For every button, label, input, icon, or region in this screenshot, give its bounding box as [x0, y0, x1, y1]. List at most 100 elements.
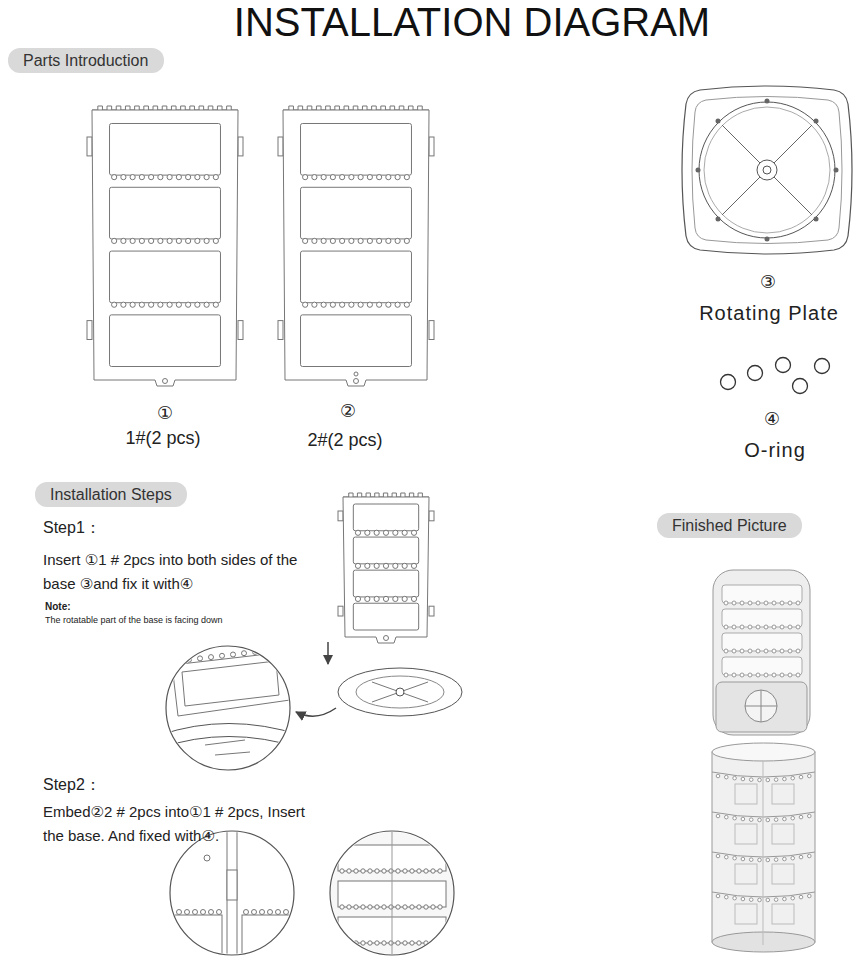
earring-hole [393, 596, 398, 601]
panel-tab [238, 137, 243, 156]
earring-hole [367, 175, 372, 180]
detail-circle [330, 830, 454, 960]
zoom-arrow [296, 708, 336, 716]
panel-tab [429, 606, 434, 616]
earring-hole [312, 175, 317, 180]
earring-hole [167, 238, 172, 243]
earring-hole [312, 238, 317, 243]
earring-hole [355, 596, 360, 601]
earring-hole [112, 175, 117, 180]
earring-hole [411, 596, 416, 601]
callout-number: ④ [752, 408, 792, 431]
panel-window [353, 504, 418, 531]
section-heading: Parts Introduction [23, 52, 149, 70]
down-arrow [327, 642, 329, 664]
earring-hole [130, 302, 135, 307]
earring-hole [121, 302, 126, 307]
o-ring [721, 375, 736, 390]
panel-tab [278, 321, 283, 340]
o-ring [776, 358, 791, 373]
earring-hole [186, 238, 191, 243]
earring-hole [139, 175, 144, 180]
panel-part [87, 106, 243, 386]
earring-hole [303, 302, 308, 307]
panel-tab [338, 606, 343, 616]
step-heading: Step1： [43, 518, 163, 538]
earring-hole [395, 302, 400, 307]
earring-hole [213, 175, 218, 180]
earring-hole [374, 596, 379, 601]
earring-hole [386, 238, 391, 243]
earring-hole [355, 530, 360, 535]
step-heading: Step2： [43, 775, 163, 795]
earring-hole [393, 530, 398, 535]
earring-hole [377, 175, 382, 180]
earring-hole [411, 563, 416, 568]
earring-hole [340, 175, 345, 180]
o-ring [815, 359, 830, 374]
earring-hole [167, 302, 172, 307]
finished-side-view [713, 570, 810, 735]
panel-window [110, 124, 221, 176]
earring-hole [186, 175, 191, 180]
finished-tower-view [712, 743, 815, 952]
panel-window [301, 315, 412, 367]
panel-teeth [92, 106, 238, 110]
callout-number: ② [328, 400, 368, 423]
earring-hole [374, 563, 379, 568]
earring-hole [330, 302, 335, 307]
section-heading: Finished Picture [672, 517, 787, 535]
panel-window [110, 315, 221, 367]
earring-hole [395, 238, 400, 243]
earring-hole [377, 238, 382, 243]
earring-hole [204, 238, 209, 243]
earring-hole [330, 238, 335, 243]
section-band: Installation Steps [35, 482, 187, 507]
earring-hole [383, 530, 388, 535]
earring-hole [340, 302, 345, 307]
earring-hole [139, 302, 144, 307]
earring-hole [404, 175, 409, 180]
earring-hole [186, 302, 191, 307]
earring-hole [149, 238, 154, 243]
earring-hole [383, 563, 388, 568]
earring-hole [176, 238, 181, 243]
panel-hole [354, 372, 358, 376]
earring-hole [321, 238, 326, 243]
earring-hole [340, 238, 345, 243]
earring-hole [158, 302, 163, 307]
panel-hole [354, 379, 359, 384]
o-ring [748, 366, 763, 381]
panel-body [92, 110, 238, 386]
panel-hole [163, 379, 168, 384]
earring-hole [195, 238, 200, 243]
panel-window [353, 603, 418, 630]
earring-hole [176, 302, 181, 307]
note-text: The rotatable part of the base is facing… [45, 615, 305, 626]
part-quantity: 2#(2 pcs) [285, 429, 405, 452]
earring-hole [303, 175, 308, 180]
note-heading: Note: [45, 601, 125, 614]
panel-tab [238, 321, 243, 340]
panel-window [301, 251, 412, 303]
earring-hole [411, 530, 416, 535]
earring-hole [321, 302, 326, 307]
panel-window [301, 124, 412, 176]
earring-hole [349, 238, 354, 243]
earring-hole [358, 175, 363, 180]
panel-tab [87, 321, 92, 340]
earring-hole [386, 175, 391, 180]
earring-hole [149, 302, 154, 307]
earring-hole [349, 175, 354, 180]
earring-hole [167, 175, 172, 180]
panel-window [110, 187, 221, 239]
earring-hole [176, 175, 181, 180]
callout-number: ① [145, 402, 185, 425]
step-instruction: Embed②2 # 2pcs into①1 # 2pcs, Insert the… [43, 800, 315, 848]
earring-hole [149, 175, 154, 180]
earring-hole [204, 175, 209, 180]
panel-teeth [283, 106, 429, 110]
earring-hole [365, 596, 370, 601]
panel-window [301, 187, 412, 239]
